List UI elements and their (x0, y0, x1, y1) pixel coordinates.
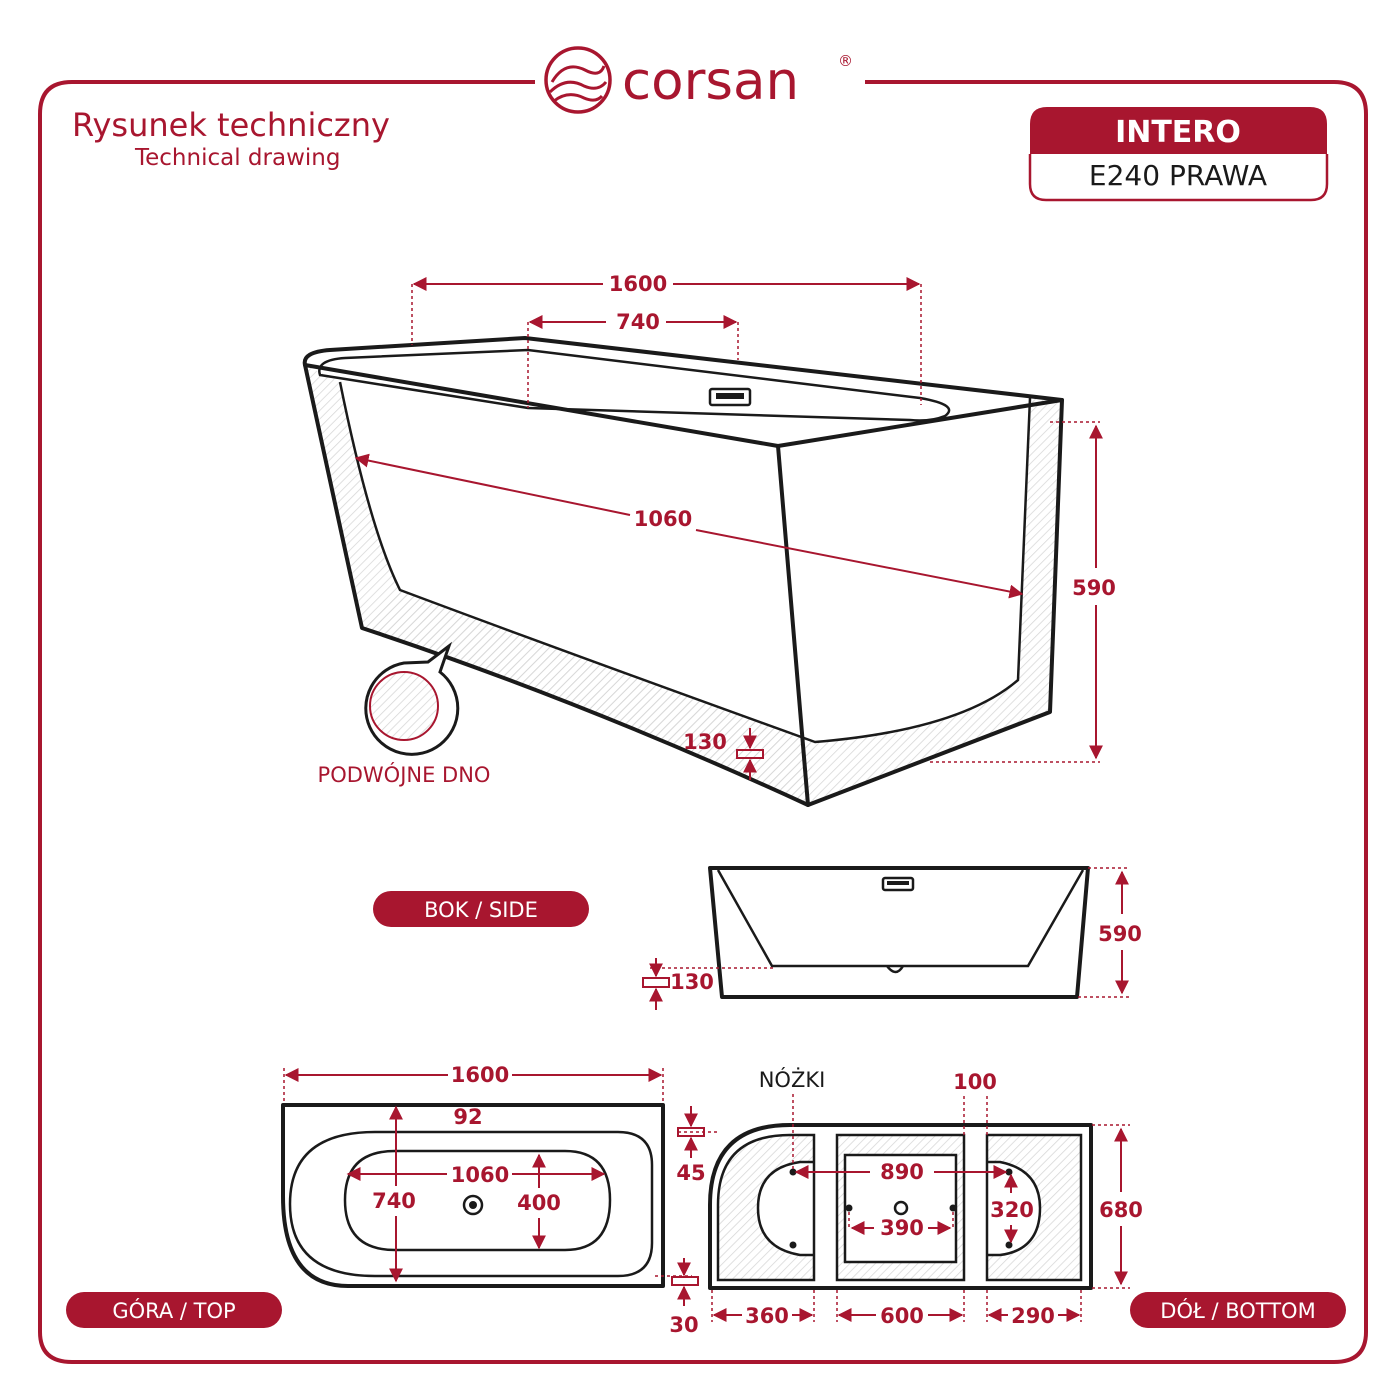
corsan-logo: corsan ® (544, 46, 853, 114)
top-dim-30: 30 (669, 1313, 698, 1337)
page-frame (38, 80, 1368, 1364)
bottom-dim-320: 320 (990, 1198, 1034, 1222)
svg-text:BOK / SIDE: BOK / SIDE (424, 898, 538, 922)
registered-mark: ® (838, 52, 853, 70)
bottom-dim-680: 680 (1099, 1198, 1143, 1222)
side-view (708, 866, 1090, 999)
svg-text:DÓŁ / BOTTOM: DÓŁ / BOTTOM (1160, 1298, 1315, 1323)
model-variant: E240 PRAWA (1089, 159, 1267, 192)
bottom-dim-600: 600 (880, 1304, 924, 1328)
bottom-dim-890: 890 (880, 1160, 924, 1184)
top-view (281, 1103, 665, 1288)
bottom-dim-360: 360 (745, 1304, 789, 1328)
top-dim-1060: 1060 (451, 1163, 509, 1187)
svg-text:GÓRA / TOP: GÓRA / TOP (112, 1298, 235, 1323)
iso-dim-130: 130 (683, 730, 727, 754)
callout-label: PODWÓJNE DNO (318, 762, 491, 787)
iso-dim-590: 590 (1072, 576, 1116, 600)
side-dim-130: 130 (670, 970, 714, 994)
bottom-dim-290: 290 (1011, 1304, 1055, 1328)
double-bottom-callout: PODWÓJNE DNO (318, 641, 491, 787)
heading-subtitle: Technical drawing (134, 145, 340, 171)
bottom-view (708, 1123, 1093, 1290)
top-dim-400: 400 (517, 1191, 561, 1215)
model-name: INTERO (1115, 115, 1241, 150)
bottom-dim-100: 100 (953, 1070, 997, 1094)
brand-name: corsan (622, 51, 799, 112)
top-label-pill: GÓRA / TOP (66, 1292, 282, 1328)
bottom-dim-390: 390 (880, 1216, 924, 1240)
feet-label: NÓŻKI (759, 1067, 826, 1092)
top-dim-740: 740 (372, 1189, 416, 1213)
side-dim-590: 590 (1098, 922, 1142, 946)
iso-dim-1600: 1600 (609, 272, 667, 296)
top-dim-1600: 1600 (451, 1063, 509, 1087)
bottom-label-pill: DÓŁ / BOTTOM (1130, 1292, 1346, 1328)
iso-dim-740: 740 (616, 310, 660, 334)
isometric-view (302, 336, 1064, 807)
model-badge: INTERO E240 PRAWA (1028, 107, 1329, 202)
side-label-pill: BOK / SIDE (373, 891, 589, 927)
heading-title: Rysunek techniczny (72, 106, 390, 144)
top-dim-45: 45 (676, 1161, 705, 1185)
iso-dim-1060: 1060 (634, 507, 692, 531)
top-dim-92: 92 (453, 1105, 482, 1129)
